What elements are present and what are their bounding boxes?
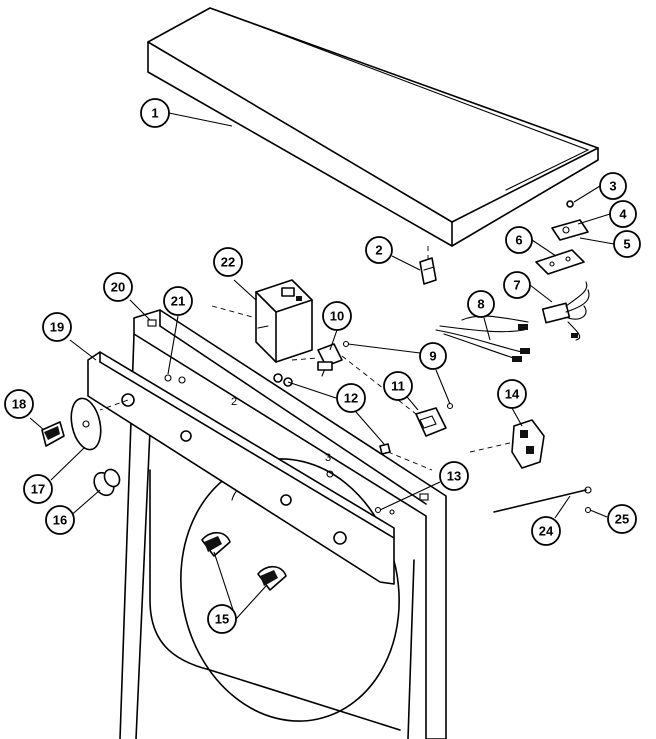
svg-text:11: 11 (391, 379, 405, 394)
svg-text:22: 22 (221, 255, 235, 270)
callout-7: 7 (503, 271, 531, 299)
svg-text:8: 8 (477, 297, 484, 312)
svg-text:2: 2 (375, 243, 382, 258)
svg-text:5: 5 (623, 237, 630, 252)
svg-text:25: 25 (615, 512, 629, 527)
svg-text:24: 24 (539, 524, 554, 539)
svg-text:9: 9 (429, 349, 436, 364)
callout-17: 17 (23, 474, 53, 504)
callout-10: 10 (322, 301, 352, 331)
callout-9: 9 (419, 342, 447, 370)
callout-25: 25 (607, 504, 637, 534)
callout-21: 21 (163, 286, 193, 316)
harness-connector (541, 281, 590, 341)
callout-3: 3 (599, 172, 627, 200)
push-button (93, 468, 121, 497)
callout-24: 24 (531, 516, 561, 546)
dial-knob (41, 421, 65, 447)
svg-text:19: 19 (50, 320, 64, 335)
switch-11 (415, 407, 447, 437)
svg-text:10: 10 (330, 309, 344, 324)
selector-switch (511, 419, 545, 469)
callout-14: 14 (497, 379, 527, 409)
callout-6: 6 (505, 226, 533, 254)
svg-text:14: 14 (505, 387, 520, 402)
rod (493, 486, 592, 513)
callout-20: 20 (103, 272, 133, 302)
svg-text:20: 20 (111, 280, 125, 295)
callout-5: 5 (613, 230, 641, 258)
control-knobs (201, 531, 287, 591)
svg-text:15: 15 (215, 612, 229, 627)
hinge-bracket-assembly (535, 200, 589, 275)
svg-text:16: 16 (53, 513, 67, 528)
alignment-lines (211, 246, 515, 471)
panel-mark-3: 3 (325, 452, 331, 464)
callout-12: 12 (336, 383, 366, 413)
callout-19: 19 (42, 312, 72, 342)
callout-15: 15 (207, 604, 237, 634)
callout-22: 22 (213, 247, 243, 277)
svg-text:13: 13 (447, 469, 461, 484)
switch-10 (317, 343, 343, 377)
svg-text:4: 4 (619, 207, 627, 222)
callout-8: 8 (467, 290, 495, 318)
svg-text:6: 6 (515, 233, 522, 248)
timer (255, 279, 313, 363)
svg-text:21: 21 (171, 294, 185, 309)
callout-18: 18 (4, 389, 34, 419)
top-lid (147, 7, 599, 247)
control-panel-face (87, 351, 395, 585)
svg-text:17: 17 (31, 482, 45, 497)
svg-text:3: 3 (609, 179, 616, 194)
svg-text:7: 7 (513, 278, 520, 293)
leader-lines (29, 112, 615, 620)
control-panel-frame (119, 309, 447, 739)
wire-harness (435, 315, 530, 362)
callout-11: 11 (383, 371, 413, 401)
callout-1: 1 (140, 98, 170, 128)
svg-text:12: 12 (344, 391, 358, 406)
svg-text:18: 18 (12, 397, 26, 412)
dial-skirt (70, 397, 102, 451)
callout-4: 4 (609, 200, 637, 228)
callout-16: 16 (45, 505, 75, 535)
callout-2: 2 (365, 236, 393, 264)
svg-text:1: 1 (151, 106, 158, 121)
panel-mark-2: 2 (231, 396, 237, 408)
hinge-clip (419, 257, 437, 285)
callout-13: 13 (439, 461, 469, 491)
